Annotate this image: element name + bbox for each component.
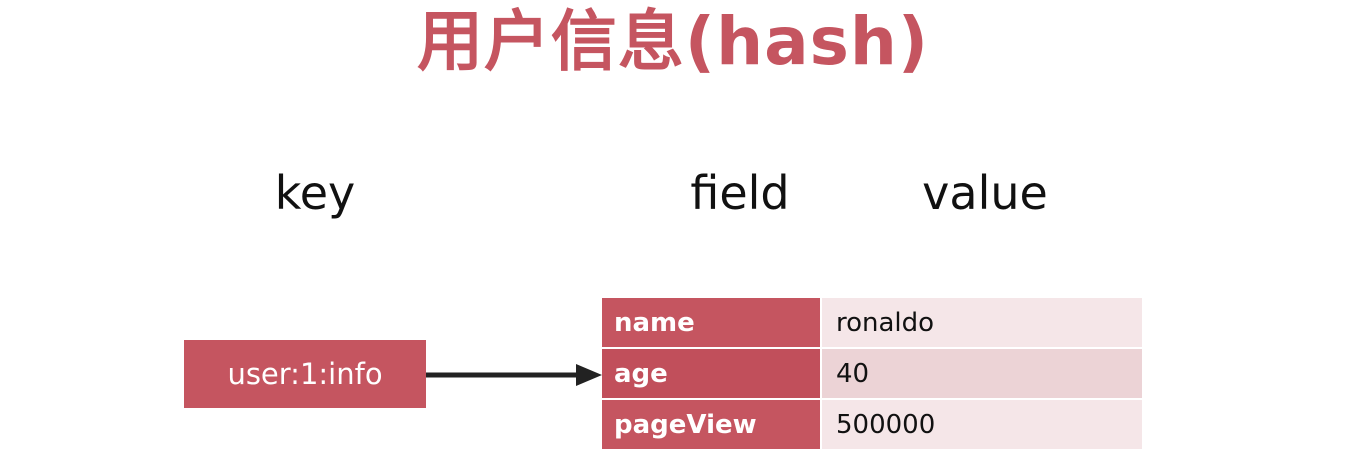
hash-row-pageview: pageView 500000 [602,400,1142,449]
field-column-label: field [690,166,790,220]
hash-field-cell: pageView [602,400,820,449]
hash-row-age: age 40 [602,349,1142,398]
redis-key-box: user:1:info [184,340,426,408]
hash-row-name: name ronaldo [602,298,1142,347]
value-column-label: value [922,166,1048,220]
hash-field-cell: age [602,349,820,398]
hash-value-cell: 500000 [822,400,1142,449]
key-column-label: key [274,166,356,220]
page-title: 用户信息(hash) [416,3,930,80]
hash-value-cell: 40 [822,349,1142,398]
redis-key-label: user:1:info [227,357,383,391]
hash-value-cell: ronaldo [822,298,1142,347]
arrow-right-icon [426,364,602,386]
hash-field-cell: name [602,298,820,347]
hash-table: name ronaldo age 40 pageView 500000 [602,298,1142,451]
